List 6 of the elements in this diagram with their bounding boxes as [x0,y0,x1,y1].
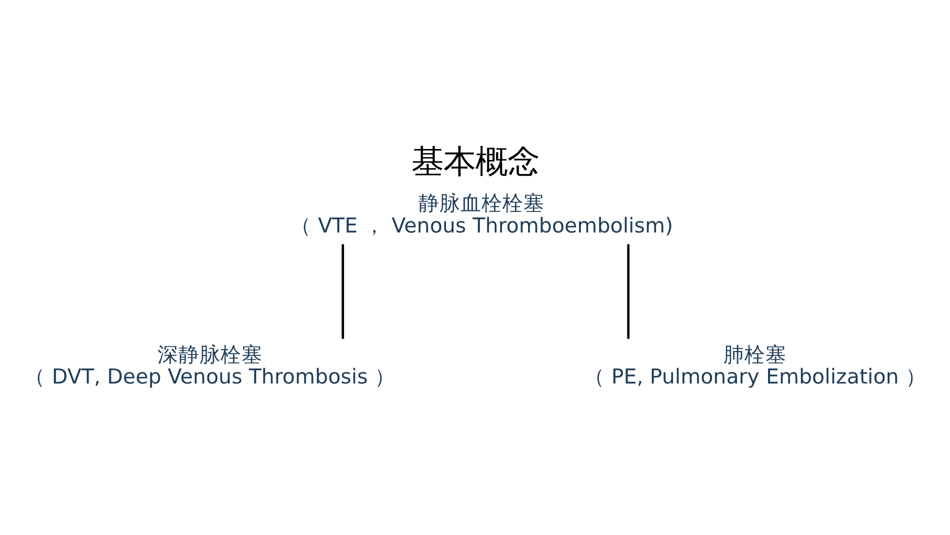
diagram-title: 基本概念 [411,142,539,180]
node-text: 深静脉栓塞 （ DVT, Deep Venous Thrombosis ） [24,342,395,388]
node-text: 肺栓塞 （ PE, Pulmonary Embolization ） [583,342,926,388]
connector [626,244,630,338]
node-text: 静脉血栓栓塞 （ VTE ， Venous Thromboembolism) [290,190,673,237]
connector [341,244,344,338]
